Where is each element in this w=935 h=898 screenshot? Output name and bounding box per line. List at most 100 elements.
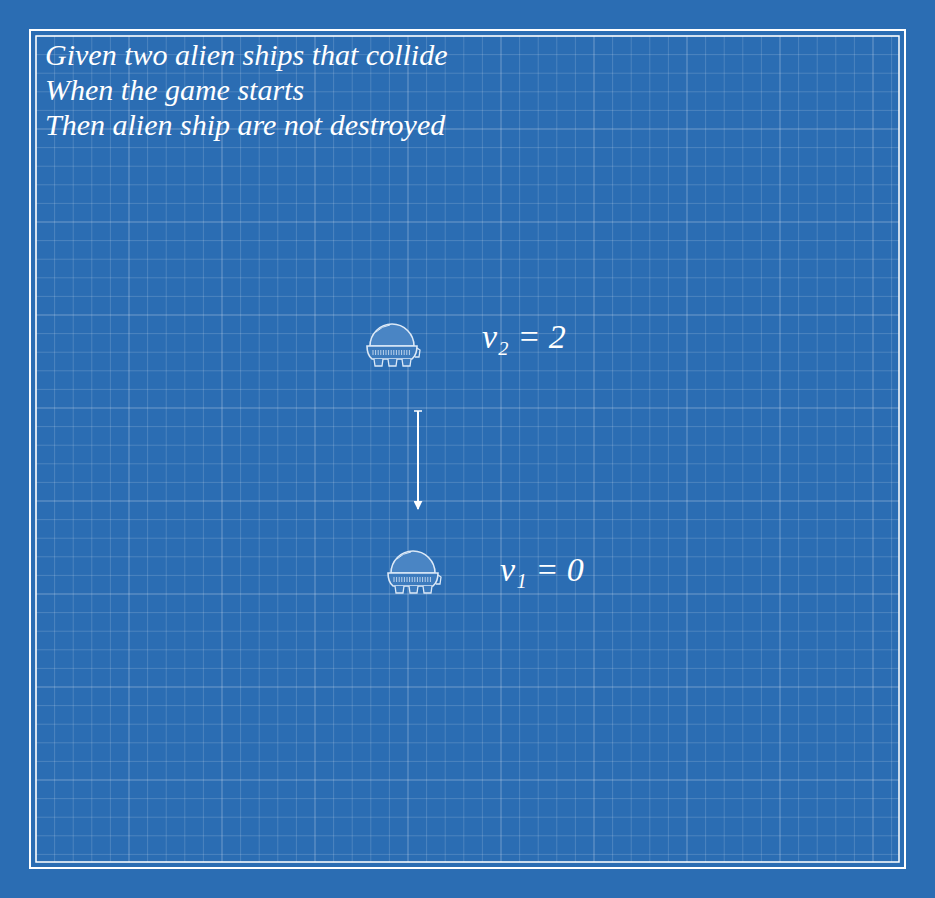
- grid-line: [463, 36, 464, 862]
- band-hatch: [386, 350, 387, 355]
- ship-foot: [423, 586, 432, 593]
- dome-shine: [397, 552, 411, 559]
- grid-line: [817, 36, 818, 862]
- grid-line: [370, 36, 371, 862]
- grid-line: [612, 36, 613, 862]
- velocity-label: v₁ = 0: [500, 550, 584, 590]
- grid-line: [835, 36, 836, 862]
- band-hatch: [401, 350, 402, 355]
- grid-line: [36, 222, 899, 223]
- grid-line: [352, 36, 353, 862]
- grid-line: [36, 352, 899, 353]
- band-hatch: [417, 577, 418, 582]
- band-hatch: [401, 577, 402, 582]
- scenario-note: Given two alien ships that collide: [45, 38, 447, 72]
- grid-line: [73, 36, 74, 862]
- grid-line: [36, 835, 899, 836]
- grid-line: [296, 36, 297, 862]
- grid-line: [36, 854, 899, 855]
- band-hatch: [422, 577, 423, 582]
- grid-line: [36, 389, 899, 390]
- band-hatch: [404, 350, 405, 355]
- outer-frame: [30, 30, 905, 868]
- ship-band: [388, 573, 438, 586]
- grid-line: [36, 408, 899, 409]
- motion-arrow: [417, 411, 419, 509]
- ship-foot: [388, 359, 397, 366]
- ship-fin: [436, 575, 441, 584]
- grid-line: [36, 482, 899, 483]
- grid-line: [36, 445, 899, 446]
- grid-line: [184, 36, 185, 862]
- alien-ship: v₁ = 0: [383, 542, 443, 600]
- grid-line: [36, 277, 899, 278]
- grid-line: [742, 36, 743, 862]
- band-hatch: [373, 350, 374, 355]
- grid-line: [166, 36, 167, 862]
- alien-ship: v₂ = 2: [362, 315, 422, 373]
- grid-line: [277, 36, 278, 862]
- grid-line: [36, 259, 899, 260]
- grid-line: [631, 36, 632, 862]
- grid-line: [649, 36, 650, 862]
- band-hatch: [406, 350, 407, 355]
- grid-line: [36, 147, 899, 148]
- grid-line: [36, 166, 899, 167]
- band-hatch: [375, 350, 376, 355]
- velocity-label: v₂ = 2: [482, 317, 566, 357]
- grid-line: [575, 36, 576, 862]
- arrow-tail-tick: [414, 410, 422, 412]
- grid-line: [203, 36, 204, 862]
- ship-dome: [370, 324, 414, 346]
- grid-line: [501, 36, 502, 862]
- band-hatch: [394, 577, 395, 582]
- grid-line: [36, 780, 899, 781]
- grid-line: [240, 36, 241, 862]
- grid-line: [36, 612, 899, 613]
- grid-line: [36, 724, 899, 725]
- band-hatch: [399, 350, 400, 355]
- ship-dome: [391, 551, 435, 573]
- ship-icon: [383, 542, 443, 600]
- grid-line: [36, 501, 899, 502]
- grid-line: [482, 36, 483, 862]
- grid-line: [36, 556, 899, 557]
- grid-line: [780, 36, 781, 862]
- ship-band: [367, 346, 417, 359]
- grid-line: [36, 668, 899, 669]
- band-hatch: [420, 577, 421, 582]
- grid-line: [891, 36, 892, 862]
- grid-line: [222, 36, 223, 862]
- grid-line: [594, 36, 595, 862]
- ship-foot: [395, 586, 404, 593]
- grid-line: [538, 36, 539, 862]
- grid-line: [36, 240, 899, 241]
- band-hatch: [383, 350, 384, 355]
- grid-line: [36, 315, 899, 316]
- grid-line: [798, 36, 799, 862]
- grid-line: [36, 538, 899, 539]
- grid-line: [36, 426, 899, 427]
- grid-line: [147, 36, 148, 862]
- band-hatch: [393, 350, 394, 355]
- ship-foot: [409, 586, 418, 593]
- inner-frame: [36, 36, 899, 862]
- band-hatch: [409, 577, 410, 582]
- band-hatch: [414, 577, 415, 582]
- grid-line: [91, 36, 92, 862]
- band-hatch: [430, 577, 431, 582]
- grid-line: [129, 36, 130, 862]
- band-hatch: [396, 350, 397, 355]
- grid-line: [426, 36, 427, 862]
- grid-line: [110, 36, 111, 862]
- grid-line: [54, 36, 55, 862]
- grid-line: [36, 370, 899, 371]
- grid-line: [36, 296, 899, 297]
- grid-line: [854, 36, 855, 862]
- scenario-note: When the game starts: [45, 73, 304, 107]
- ship-foot: [402, 359, 411, 366]
- ship-foot: [374, 359, 383, 366]
- band-hatch: [425, 577, 426, 582]
- grid-line: [36, 203, 899, 204]
